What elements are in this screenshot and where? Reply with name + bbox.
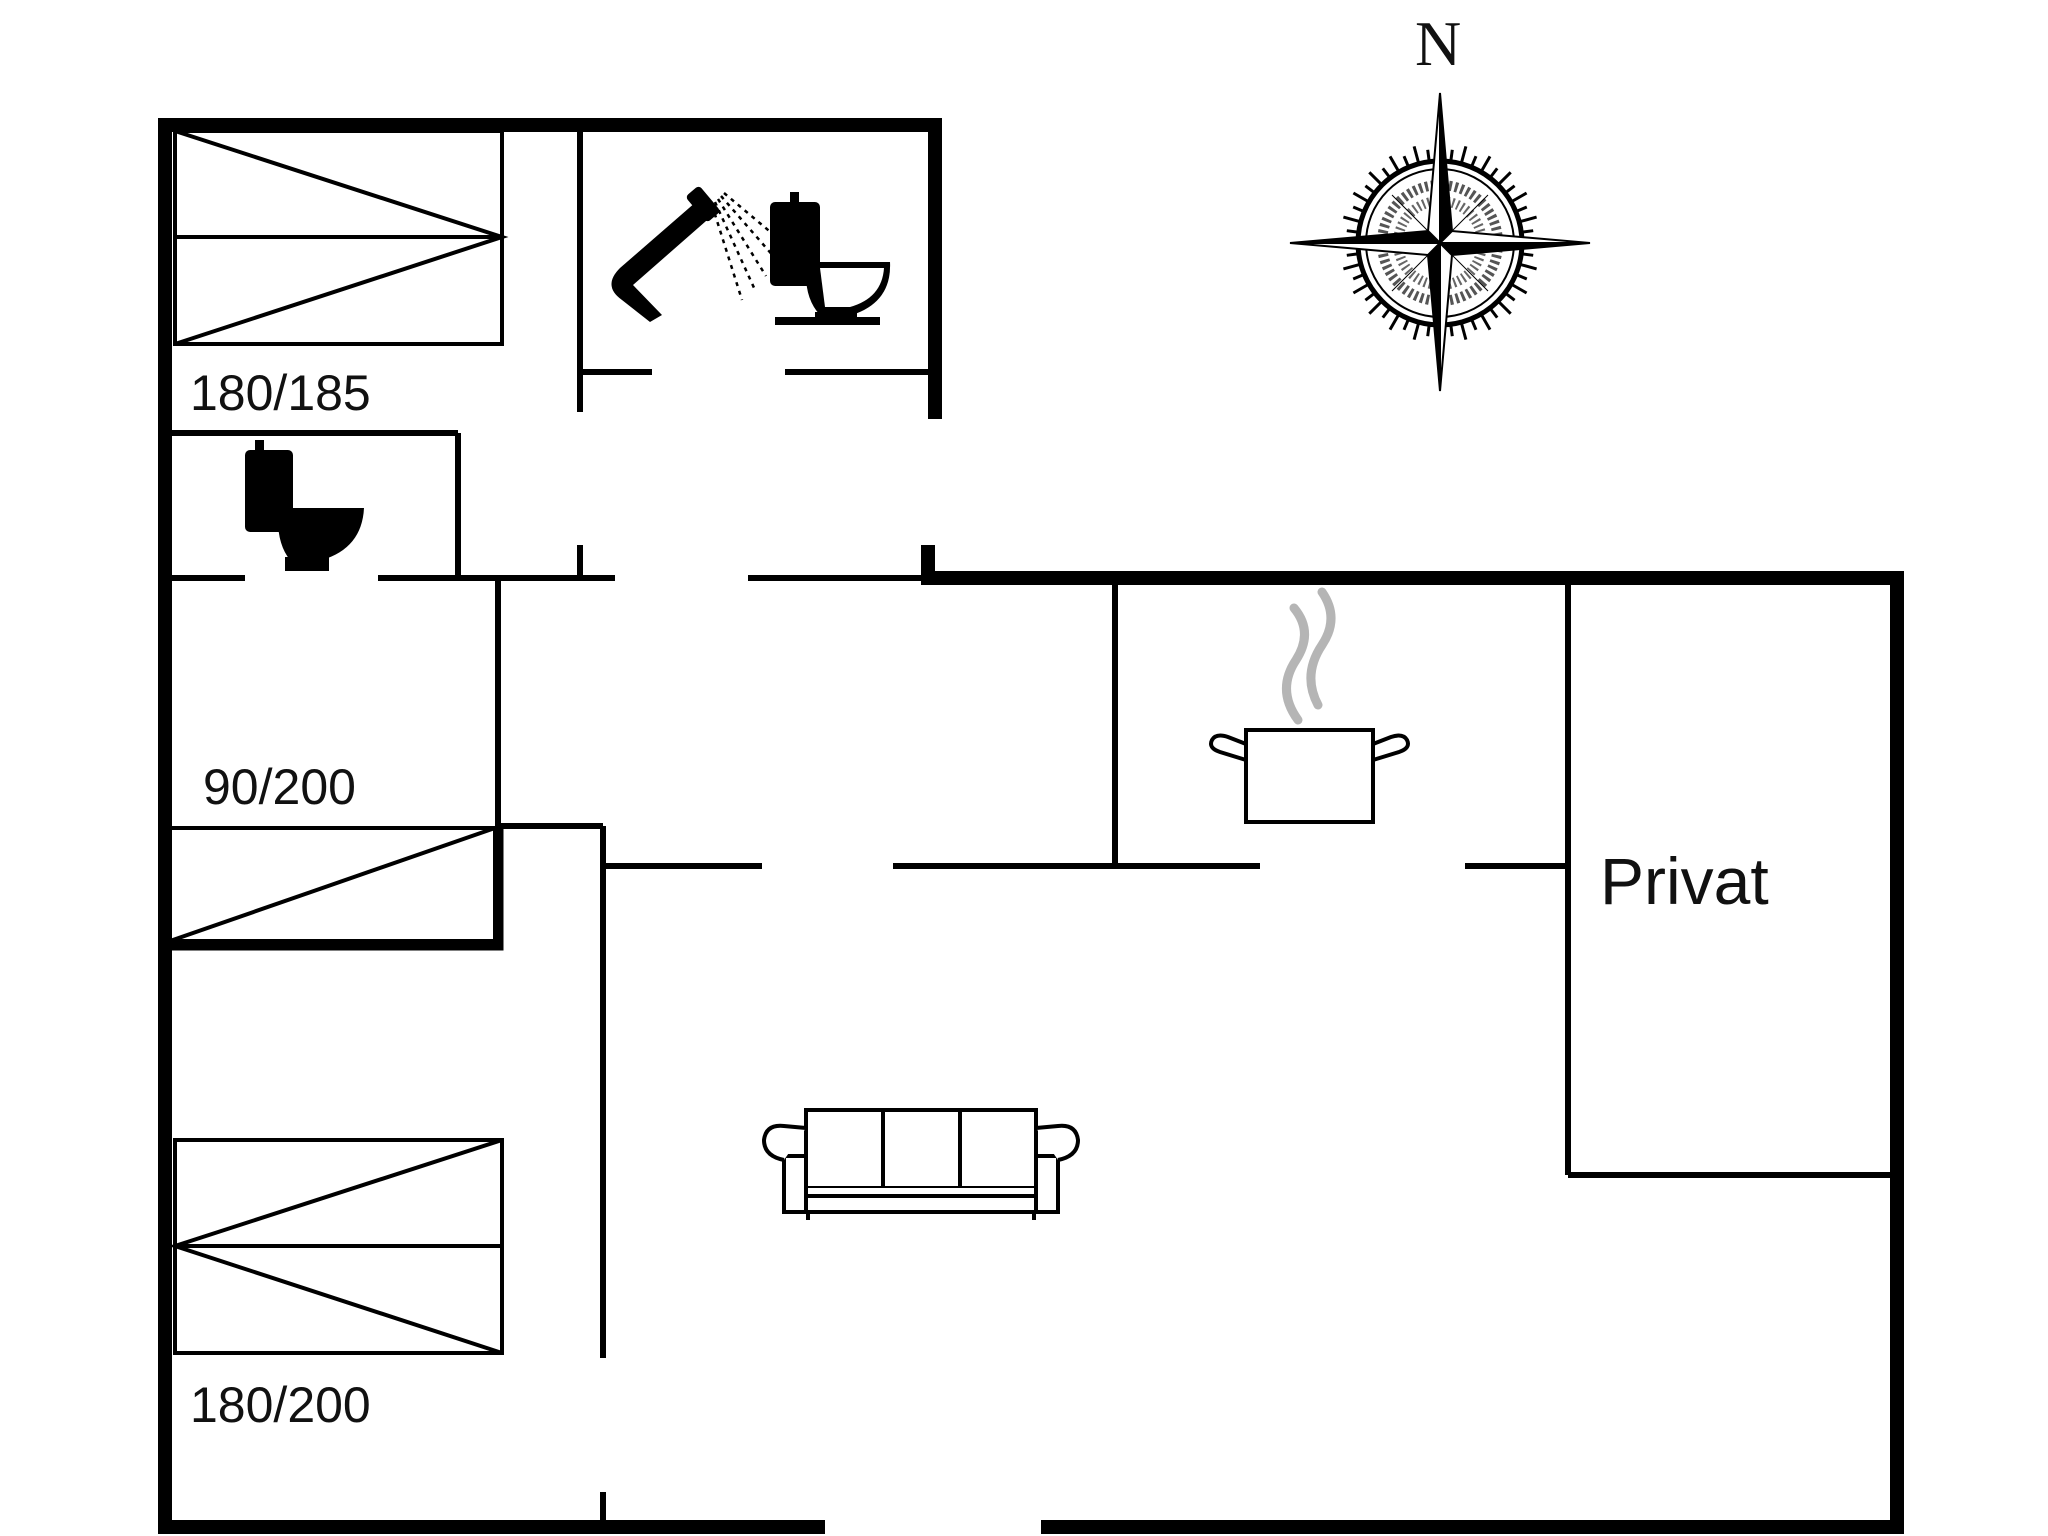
bed-size-label: 180/200 bbox=[190, 1377, 371, 1433]
compass-tick bbox=[1489, 167, 1499, 178]
bedroom-wall-thick bbox=[165, 826, 504, 951]
compass-tick bbox=[1381, 308, 1391, 319]
compass-tick bbox=[1402, 320, 1410, 331]
compass-tick bbox=[1364, 184, 1375, 194]
compass-tick bbox=[1412, 146, 1420, 163]
compass-north-label: N bbox=[1415, 8, 1462, 79]
compass-tick bbox=[1381, 167, 1391, 178]
compass-tick bbox=[1346, 229, 1357, 234]
compass-tick bbox=[1520, 215, 1537, 223]
compass-tick bbox=[1460, 323, 1468, 340]
compass-tick bbox=[1352, 205, 1363, 213]
compass-tick bbox=[1343, 263, 1360, 271]
bed-icon bbox=[168, 826, 497, 943]
compass-tick bbox=[1352, 191, 1369, 203]
compass-tick bbox=[1470, 155, 1478, 166]
compass-tick bbox=[1523, 229, 1534, 234]
compass-tick bbox=[1449, 326, 1454, 337]
toilet-icon bbox=[770, 192, 891, 325]
bed-icon bbox=[173, 129, 509, 346]
compass-tick bbox=[1505, 184, 1516, 194]
compass-tick bbox=[1388, 314, 1400, 331]
compass-tick bbox=[1412, 323, 1420, 340]
compass-tick bbox=[1511, 283, 1528, 295]
compass-tick bbox=[1426, 326, 1431, 337]
compass-tick bbox=[1346, 252, 1357, 257]
shower-icon bbox=[611, 186, 781, 322]
compass-tick bbox=[1343, 215, 1360, 223]
compass-tick bbox=[1517, 273, 1528, 281]
compass-tick bbox=[1460, 146, 1468, 163]
bed-icon bbox=[168, 1138, 504, 1355]
interior-walls bbox=[165, 125, 1897, 1527]
compass-tick bbox=[1520, 263, 1537, 271]
compass-tick bbox=[1480, 314, 1492, 331]
compass-tick bbox=[1352, 283, 1369, 295]
compass-tick bbox=[1523, 252, 1534, 257]
compass-tick bbox=[1368, 301, 1382, 315]
compass-tick bbox=[1517, 205, 1528, 213]
compass-tick bbox=[1426, 149, 1431, 160]
compass-tick bbox=[1498, 301, 1512, 315]
compass-tick bbox=[1352, 273, 1363, 281]
bed-size-label: 90/200 bbox=[203, 759, 356, 815]
cooking-pot-icon bbox=[1209, 587, 1410, 824]
compass-tick bbox=[1388, 155, 1400, 172]
compass-tick bbox=[1505, 292, 1516, 302]
sofa-icon bbox=[761, 1108, 1081, 1220]
compass-tick bbox=[1498, 171, 1512, 185]
bed-size-label: 180/185 bbox=[190, 365, 371, 421]
compass-tick bbox=[1364, 292, 1375, 302]
compass-rose-icon bbox=[1289, 92, 1591, 392]
room-label-private: Privat bbox=[1600, 844, 1769, 918]
compass-tick bbox=[1489, 308, 1499, 319]
compass-tick bbox=[1368, 171, 1382, 185]
compass-tick bbox=[1470, 320, 1478, 331]
compass-tick bbox=[1480, 155, 1492, 172]
toilet-icon bbox=[245, 440, 364, 571]
outer-walls bbox=[158, 118, 1904, 1534]
compass-tick bbox=[1511, 191, 1528, 203]
compass-tick bbox=[1402, 155, 1410, 166]
compass-tick bbox=[1449, 149, 1454, 160]
